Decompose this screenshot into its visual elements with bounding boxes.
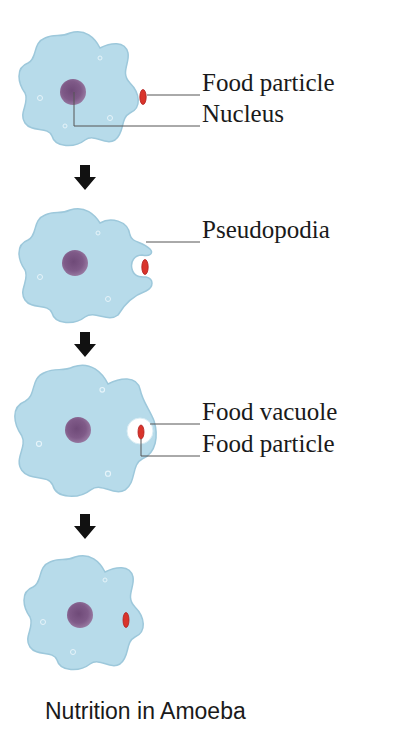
vesicle [36,441,41,446]
vesicle [103,578,107,582]
food-vacuole [127,418,153,444]
leader-line [146,242,200,243]
figure-caption: Nutrition in Amoeba [45,700,246,723]
vesicle [38,275,43,280]
nucleus [65,417,91,443]
vesicle [38,96,43,101]
food-particle [140,90,146,105]
food-particle [123,613,129,628]
nucleus [67,602,93,628]
amoeba-body [19,209,152,323]
stage-arrow [74,165,96,190]
vesicle [98,56,102,60]
amoeba-body [24,556,143,670]
amoeba-outline [24,556,143,670]
part-label: Nucleus [202,101,284,126]
part-label: Food particle [202,431,335,456]
nucleus [60,79,86,105]
leader-line [150,424,200,425]
vesicle [106,297,111,302]
vesicle [41,620,46,625]
amoeba-outline [15,365,156,496]
nucleus [62,250,88,276]
stage-arrow [74,332,96,357]
leader-line [141,439,200,456]
amoeba-body [15,365,156,496]
part-label: Food particle [202,70,335,95]
vesicle [100,387,105,392]
food-particle [142,260,148,275]
leader-line [74,92,200,126]
part-label: Pseudopodia [202,217,330,242]
vesicle [71,650,76,655]
leader-line [147,95,200,96]
part-label: Food vacuole [202,399,337,424]
amoeba-body [19,32,138,146]
stage-arrow [74,514,96,539]
amoeba-outline [19,32,138,146]
vesicle [63,124,67,128]
vesicle [105,471,110,476]
food-particle [138,425,144,439]
vesicle [96,231,100,235]
vesicle [108,116,113,121]
amoeba-outline [19,209,152,323]
